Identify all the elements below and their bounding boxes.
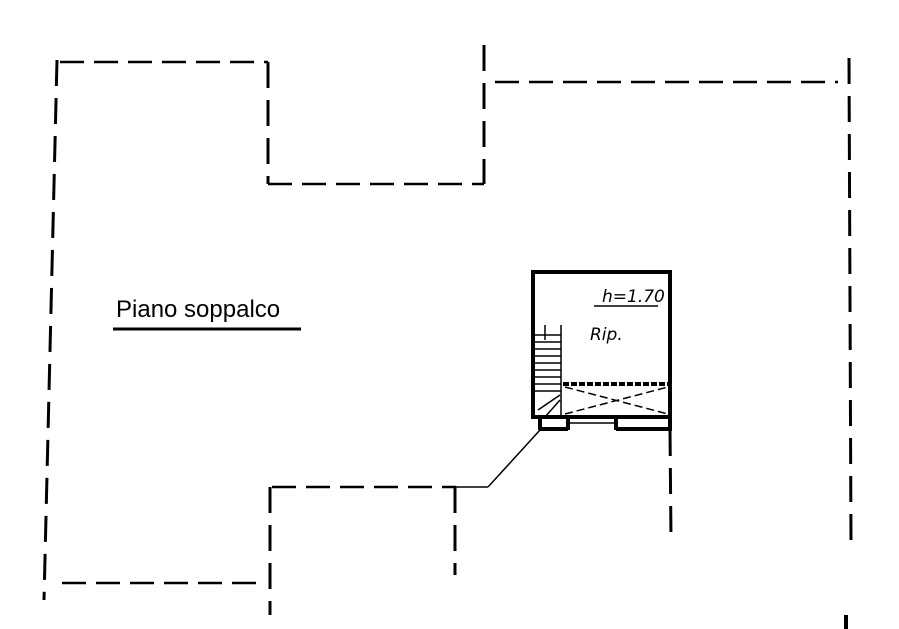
storage-room <box>531 270 672 431</box>
height-label: h=1.70 <box>602 287 665 307</box>
dashed-outline-lower <box>268 429 673 615</box>
room-label: Rip. <box>590 325 623 345</box>
stair <box>535 325 562 418</box>
dashed-outline-right <box>495 57 853 629</box>
dashed-outline-left <box>42 45 486 601</box>
plan-title: Piano soppalco <box>116 296 280 323</box>
